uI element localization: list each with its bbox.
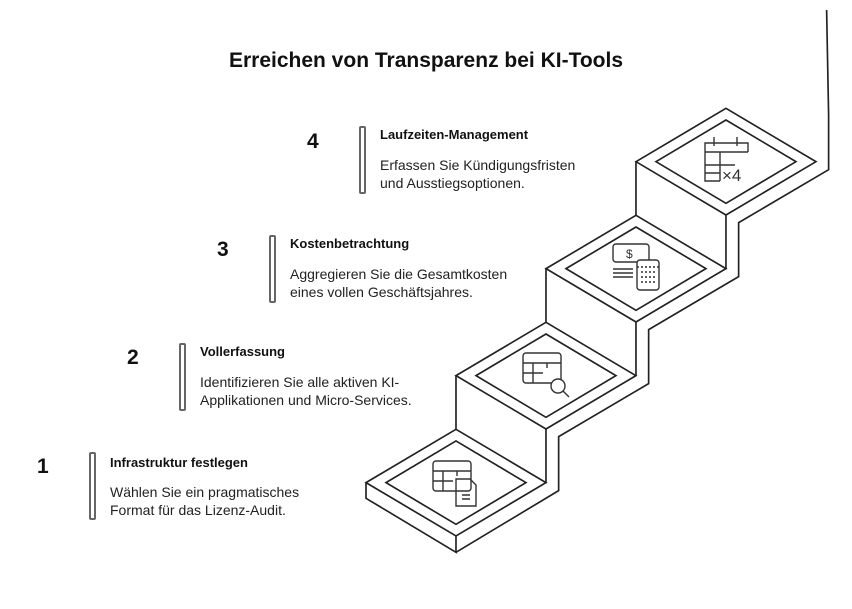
step-2-bracket xyxy=(179,343,186,411)
step-2-description: Identifizieren Sie alle aktiven KI- Appli… xyxy=(200,373,412,409)
table-document-icon xyxy=(432,460,472,492)
step-1-front-edge xyxy=(365,482,457,554)
table-search-icon xyxy=(522,352,562,384)
step-2-top-face xyxy=(454,321,638,430)
table-grid xyxy=(433,470,471,491)
step-4-number: 4 xyxy=(307,130,319,153)
money-calculator-icon: $ xyxy=(612,243,660,291)
times-four-label: ×4 xyxy=(722,166,741,185)
step-2-title: Vollerfassung xyxy=(200,344,286,359)
step-4-inner-panel xyxy=(654,119,798,205)
step-3-inner-panel xyxy=(564,226,708,312)
step-1-number: 1 xyxy=(37,455,49,478)
banknote-icon xyxy=(612,243,650,263)
document-icon xyxy=(455,478,477,507)
step-3-description: Aggregieren Sie die Gesamtkosten eines vo… xyxy=(290,265,507,301)
step-4-line-1: Erfassen Sie Kündigungsfristen xyxy=(380,157,576,173)
step-3-line-1: Aggregieren Sie die Gesamtkosten xyxy=(290,266,508,282)
step-4-top-face xyxy=(634,107,818,216)
step-4-title: Laufzeiten-Management xyxy=(380,127,529,142)
table-outline xyxy=(522,352,562,384)
calendar-times-four-icon: ×4 xyxy=(704,137,749,185)
table-outline xyxy=(432,460,472,492)
step-1-line-2: Format für das Lizenz-Audit. xyxy=(110,502,286,518)
step-4-bracket xyxy=(359,126,366,194)
step-3-line-2: eines vollen Geschäftsjahres. xyxy=(290,284,473,300)
step-2-line-1: Identifizieren Sie alle aktiven KI- xyxy=(200,374,400,390)
dollar-sign: $ xyxy=(626,247,633,261)
step-1-inner-panel xyxy=(384,439,528,526)
step-3-bracket xyxy=(269,235,276,303)
step-4-description: Erfassen Sie Kündigungsfristen und Aussti… xyxy=(380,156,575,192)
step-1-line-1: Wählen Sie ein pragmatisches xyxy=(110,484,300,500)
table-grid xyxy=(523,362,561,383)
step-1-bracket xyxy=(89,452,96,520)
calculator-icon xyxy=(636,259,660,291)
staircase-right-contour xyxy=(455,9,830,554)
magnifier-icon xyxy=(550,378,566,394)
step-4-line-2: und Ausstiegsoptionen. xyxy=(380,175,525,191)
magnifier-handle xyxy=(562,390,570,398)
step-2-inner-panel xyxy=(474,333,618,419)
cash-lines xyxy=(613,268,633,278)
step-1-title: Infrastruktur festlegen xyxy=(110,455,248,470)
step-2-number: 2 xyxy=(127,346,139,369)
step-2-line-2: Applikationen und Micro-Services. xyxy=(200,392,412,408)
step-3-top-face xyxy=(544,214,728,323)
step-3-number: 3 xyxy=(217,238,229,261)
step-3-title: Kostenbetrachtung xyxy=(290,236,410,251)
calendar-icon xyxy=(704,137,749,182)
diagram-title: Erreichen von Transparenz bei KI-Tools xyxy=(228,49,624,72)
